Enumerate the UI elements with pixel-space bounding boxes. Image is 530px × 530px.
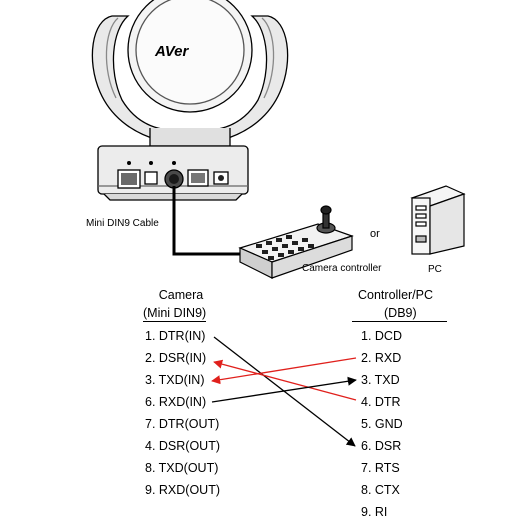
controller-heading: Controller/PC (358, 288, 434, 302)
controller-pin-3: 3. TXD (361, 373, 400, 387)
pc-label: PC (428, 264, 442, 275)
or-label: or (370, 228, 380, 240)
controller-pin-7: 7. RTS (361, 461, 400, 475)
controller-pin-5: 5. GND (361, 417, 403, 431)
camera-pin-9: 9. RXD(OUT) (145, 483, 220, 497)
camera-pin-8: 8. TXD(OUT) (145, 461, 219, 475)
controller-subheading-text: (DB9) (352, 306, 447, 322)
wire-rxd-in-to-txd (211, 376, 357, 403)
wire-rxd-to-txd-in (211, 357, 357, 385)
wire-dtr-to-dsr-in (213, 359, 357, 401)
camera-pin-1: 1. DTR(IN) (145, 329, 206, 343)
controller-pin-4: 4. DTR (361, 395, 401, 409)
camera-heading: Camera (158, 288, 204, 302)
camera-pin-2: 2. DSR(IN) (145, 351, 207, 365)
controller-subheading: (DB9) (352, 306, 447, 322)
camera-subheading: (Mini DIN9) (143, 306, 207, 322)
pc-icon (410, 185, 466, 255)
mini-din9-cable (172, 186, 246, 256)
camera-pin-7: 7. DTR(OUT) (145, 417, 220, 431)
camera-pin-3: 3. TXD(IN) (145, 373, 205, 387)
controller-label: Camera controller (302, 263, 382, 274)
camera-pin-4: 4. DSR(OUT) (145, 439, 220, 453)
camera-controller-icon (238, 205, 354, 279)
hardware-illustration: AVer (91, 0, 466, 279)
camera-subheading-text: (Mini DIN9) (143, 306, 207, 322)
cable-label: Mini DIN9 Cable (86, 218, 159, 229)
controller-pin-8: 8. CTX (361, 483, 400, 497)
controller-pin-9: 9. RI (361, 505, 388, 519)
brand-logo: AVer (154, 43, 190, 60)
controller-pin-2: 2. RXD (361, 351, 402, 365)
camera-icon (91, 0, 289, 201)
controller-pin-1: 1. DCD (361, 329, 402, 343)
controller-pin-6: 6. DSR (361, 439, 402, 453)
camera-pin-6: 6. RXD(IN) (145, 395, 207, 409)
